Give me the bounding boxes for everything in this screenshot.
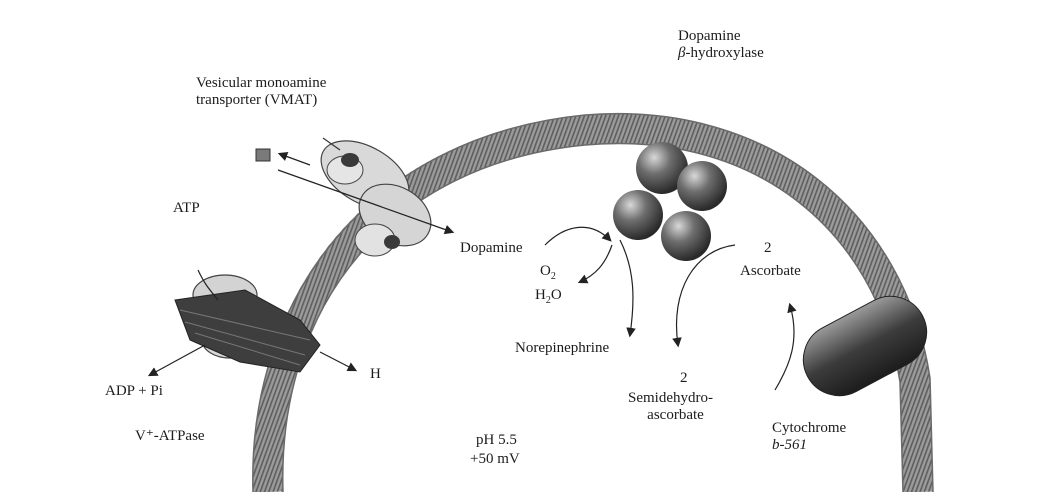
adp-arrow xyxy=(150,345,205,375)
h2o-h: H xyxy=(535,287,546,303)
dbh-label-rest: -hydroxylase xyxy=(685,45,763,61)
dbh-label: Dopamine β-hydroxylase xyxy=(678,28,764,62)
dbh-label-line2: β-hydroxylase xyxy=(678,45,764,62)
cytochrome-label: Cytochrome b-561 xyxy=(772,420,846,454)
vmat-label-line2: transporter (VMAT) xyxy=(196,92,326,109)
o2-sub: 2 xyxy=(551,271,556,282)
semidehydroascorbate-label: Semidehydro- ascorbate xyxy=(628,390,713,424)
ascorbate-count: 2 xyxy=(764,240,772,257)
atp-label: ATP xyxy=(173,200,200,217)
h2o-o: O xyxy=(551,287,562,303)
cyt-line1: Cytochrome xyxy=(772,420,846,437)
proton-export-arrow xyxy=(280,154,310,165)
vmat-label-line1: Vesicular monoamine xyxy=(196,75,326,92)
adp-label: ADP + Pi xyxy=(105,383,163,400)
ascorbate-label: Ascorbate xyxy=(740,263,801,280)
dbh-label-line1: Dopamine xyxy=(678,28,764,45)
o2-o: O xyxy=(540,263,551,279)
vmat-label: Vesicular monoamine transporter (VMAT) xyxy=(196,75,326,109)
dopamine-beta-hydroxylase xyxy=(613,142,727,261)
proton-import-arrow xyxy=(320,352,355,370)
norepinephrine-label: Norepinephrine xyxy=(515,340,609,357)
o2-label: O2 xyxy=(540,263,556,285)
cyt-line2: b-561 xyxy=(772,437,846,454)
semidehydroascorbate-count: 2 xyxy=(680,370,688,387)
semi-line2: ascorbate xyxy=(628,407,713,424)
h-ion-label: H xyxy=(370,366,381,383)
dopamine-label: Dopamine xyxy=(460,240,522,257)
semi-line1: Semidehydro- xyxy=(628,390,713,407)
ph-label: pH 5.5 xyxy=(476,432,517,449)
h2o-label: H2O xyxy=(535,287,562,309)
mv-label: +50 mV xyxy=(470,451,520,468)
v-atpase-label: V⁺-ATPase xyxy=(135,428,205,445)
